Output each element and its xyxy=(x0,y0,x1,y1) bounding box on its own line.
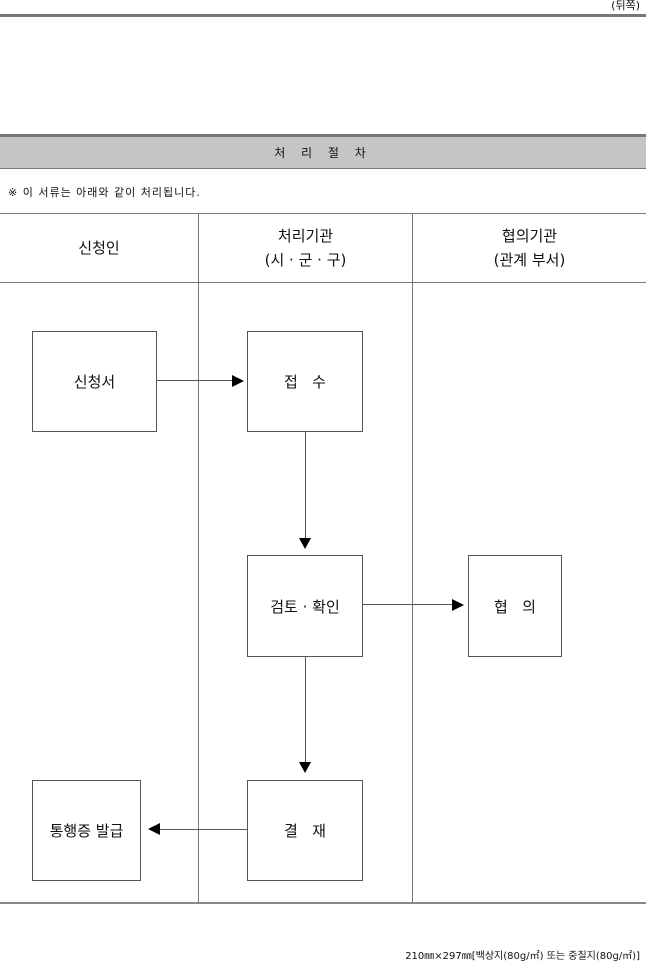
step-application-box: 신청서 xyxy=(32,331,157,432)
step-application-label: 신청서 xyxy=(73,373,116,391)
connector-review-approval xyxy=(305,657,306,762)
step-review-box: 검토 · 확인 xyxy=(247,555,363,657)
process-note: ※ 이 서류는 아래와 같이 처리됩니다. xyxy=(8,186,201,199)
connector-application-receipt xyxy=(157,380,233,381)
step-review-label: 검토 · 확인 xyxy=(270,597,340,616)
section-title-bar: 처 리 절 차 xyxy=(0,134,646,169)
top-divider xyxy=(0,14,646,17)
column-header-consulting: 협의기관 (관계 부서) xyxy=(413,214,646,282)
step-issuance-label: 통행증 발급 xyxy=(49,822,124,840)
arrow-down-icon xyxy=(299,762,311,773)
connector-approval-issuance xyxy=(160,829,247,830)
step-receipt-label: 접 수 xyxy=(284,373,326,391)
paper-spec-footer: 210㎜×297㎜[백상지(80g/㎡) 또는 중질지(80g/㎡)] xyxy=(405,951,640,962)
arrow-right-icon xyxy=(232,375,244,387)
section-title: 처 리 절 차 xyxy=(274,146,372,160)
step-receipt-box: 접 수 xyxy=(247,331,363,432)
table-bottom-border xyxy=(0,902,646,904)
connector-receipt-review xyxy=(305,432,306,538)
step-approval-box: 결 재 xyxy=(247,780,363,881)
column-header-applicant-label: 신청인 xyxy=(78,239,120,257)
page-side-label: (뒤쪽) xyxy=(611,0,640,12)
table-header-divider xyxy=(0,282,646,283)
arrow-down-icon xyxy=(299,538,311,549)
arrow-right-icon xyxy=(452,599,464,611)
step-consultation-label: 협 의 xyxy=(494,597,536,616)
column-header-processing-label: 처리기관 xyxy=(277,227,334,245)
step-issuance-box: 통행증 발급 xyxy=(32,780,141,881)
step-approval-label: 결 재 xyxy=(284,822,326,840)
table-top-border xyxy=(0,213,646,214)
column-divider-2 xyxy=(412,213,413,903)
column-header-processing: 처리기관 (시 · 군 · 구) xyxy=(199,214,412,282)
step-consultation-box: 협 의 xyxy=(468,555,562,657)
arrow-left-icon xyxy=(148,823,160,835)
column-header-applicant: 신청인 xyxy=(0,214,198,282)
column-header-processing-sub: (시 · 군 · 구) xyxy=(264,251,347,269)
column-header-consulting-label: 협의기관 xyxy=(501,227,558,245)
column-header-consulting-sub: (관계 부서) xyxy=(493,251,566,269)
connector-review-consultation xyxy=(363,604,453,605)
column-divider-1 xyxy=(198,213,199,903)
